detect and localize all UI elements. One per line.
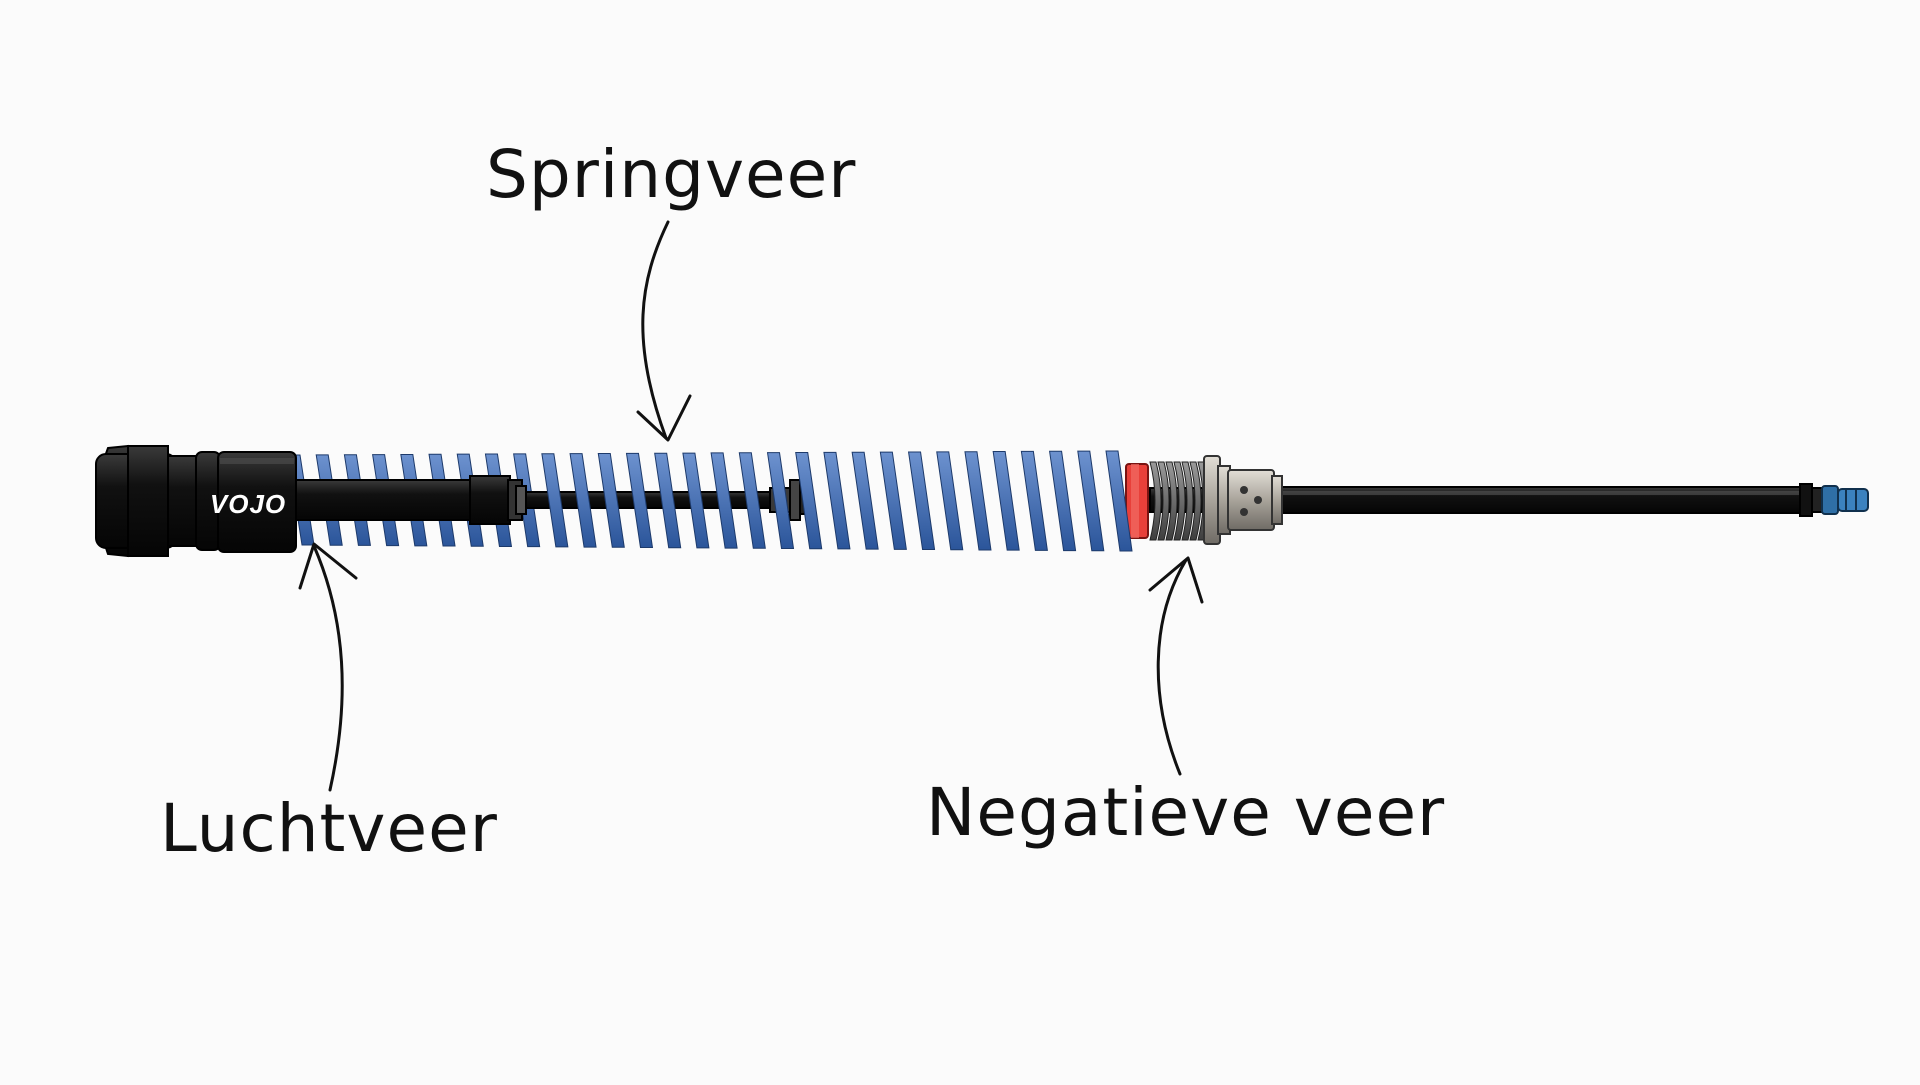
- hand-drawn-arrow-icon: [641, 220, 670, 440]
- arrow-negatieve-veer: [1148, 556, 1204, 776]
- spring-coil-turn: [738, 452, 766, 549]
- spring-coil-turn: [879, 451, 907, 550]
- spring-coil-turn: [851, 451, 879, 550]
- spring-coil-turn: [682, 452, 710, 549]
- negative-coil-turn: [1189, 461, 1202, 541]
- label-negatieve-veer: Negatieve veer: [926, 774, 1446, 851]
- label-springveer: Springveer: [486, 136, 857, 213]
- spring-coil-turn: [964, 451, 992, 551]
- damper-shaft: [1269, 486, 1811, 514]
- hand-drawn-arrow-icon: [1156, 558, 1188, 776]
- valve-cap: [1799, 483, 1869, 517]
- negative-coil-turn: [1165, 461, 1178, 541]
- spring-coil-turn: [795, 452, 823, 550]
- spring-coil-turn: [766, 452, 795, 550]
- spring-coil-turn: [992, 451, 1020, 551]
- brand-logo-text: VOJO: [210, 489, 286, 519]
- spring-coil-turn: [823, 451, 851, 550]
- negative-coil-turn: [1173, 461, 1186, 541]
- spring-coil-turn: [1105, 450, 1133, 552]
- spring-coil-front: [541, 450, 1133, 552]
- spring-coil-turn: [1049, 450, 1077, 552]
- spring-coil-turn: [654, 452, 682, 549]
- spring-coil-turn: [907, 451, 936, 551]
- spring-coil-turn: [1077, 450, 1105, 552]
- spring-coil-turn: [597, 452, 625, 548]
- negative-coil-turn: [1157, 461, 1170, 541]
- spring-coil-turn: [710, 452, 738, 549]
- negative-coil-turn: [1181, 461, 1194, 541]
- arrow-luchtveer: [298, 542, 358, 792]
- label-luchtveer: Luchtveer: [160, 790, 498, 867]
- middle-tube: [289, 475, 527, 525]
- negative-coil-turn: [1149, 461, 1162, 541]
- spring-coil-turn: [541, 453, 569, 548]
- hand-drawn-arrow-icon: [312, 544, 344, 792]
- negative-spring-coil: [1149, 461, 1210, 541]
- arrow-springveer: [636, 220, 692, 442]
- spring-coil-turn: [625, 452, 654, 548]
- air-spring-head: [95, 444, 297, 558]
- spring-coil-turn: [1020, 450, 1048, 551]
- negative-spring-assembly: [1125, 455, 1283, 545]
- spring-coil-turn: [569, 453, 597, 548]
- spring-coil-turn: [936, 451, 964, 551]
